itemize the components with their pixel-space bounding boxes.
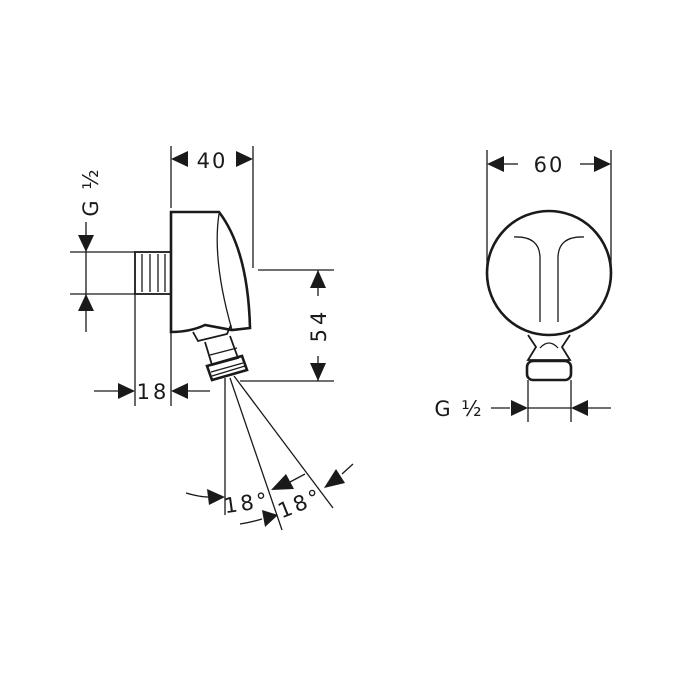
wall-outlet-body	[169, 210, 252, 334]
hose-connector	[192, 324, 232, 343]
dimension-60: 60	[534, 153, 565, 177]
front-connector	[526, 334, 572, 361]
dimension-54: 54	[307, 308, 331, 343]
angle-label-2: 18°	[274, 484, 326, 524]
thread-stub	[134, 251, 172, 295]
wall-outlet-face	[485, 209, 613, 337]
front-view: 60 G ½	[434, 150, 613, 422]
thread-label-vertical: G ½	[79, 167, 103, 216]
thread-label-horizontal: G ½	[434, 397, 483, 421]
dimension-40: 40	[197, 149, 228, 173]
side-view: 40 G ½ 54 18 18	[70, 146, 354, 531]
dimension-18: 18	[137, 380, 170, 404]
